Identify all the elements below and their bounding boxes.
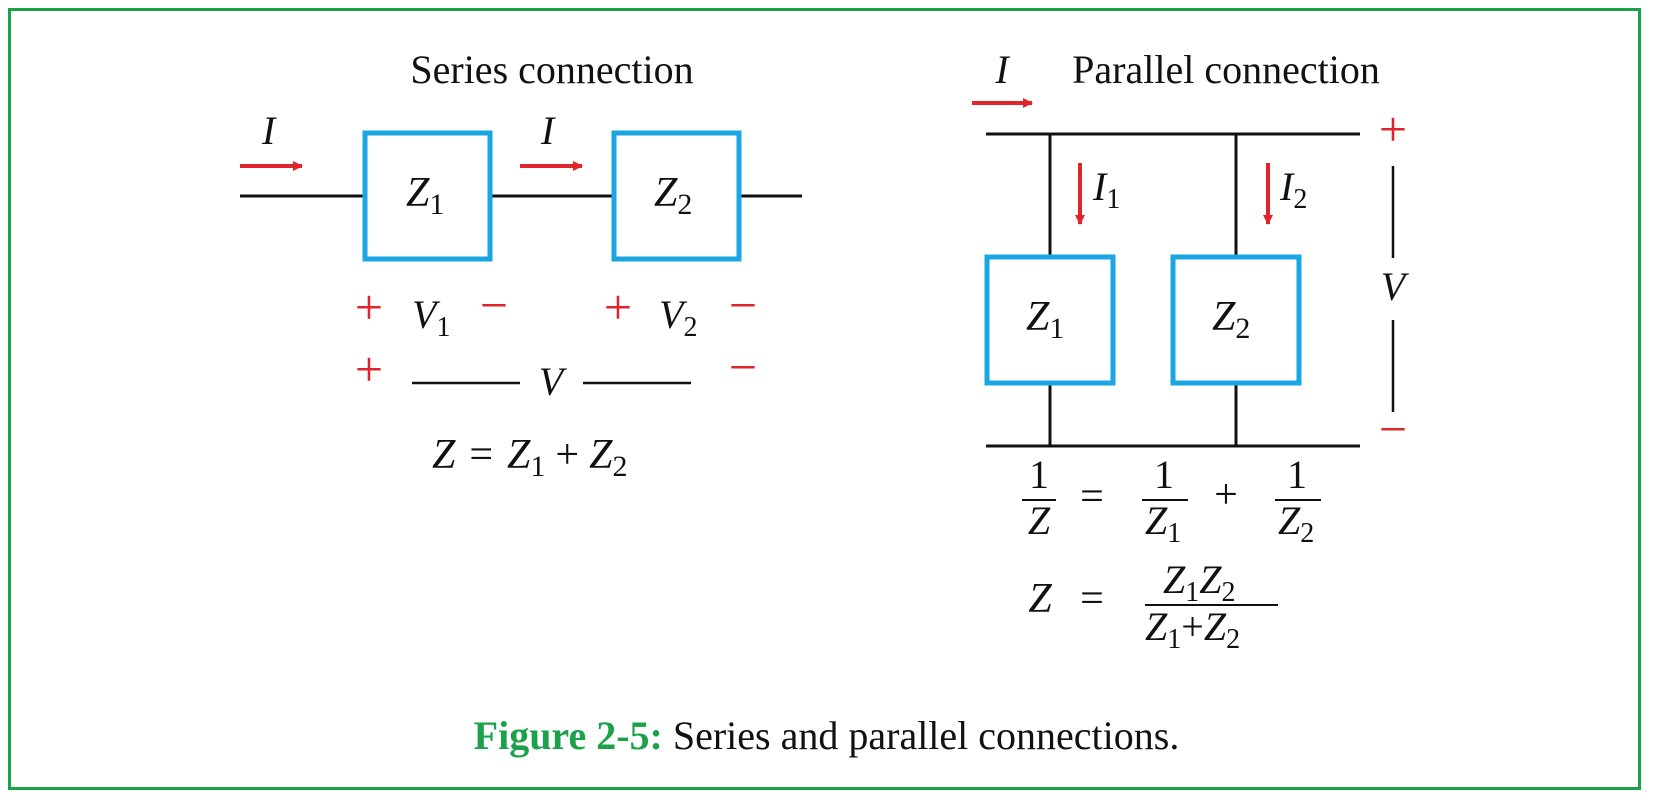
parallel-i1-label: I1: [1092, 164, 1120, 215]
parallel-current-in-label: I: [994, 47, 1010, 92]
series-z2-label: Z2: [654, 170, 692, 221]
series-title: Series connection: [410, 47, 693, 92]
parallel-v-plus: +: [1379, 101, 1407, 157]
series-z1-label: Z1: [406, 170, 444, 221]
series-v2-minus: −: [729, 277, 757, 333]
series-v1-label: V1: [412, 292, 450, 343]
eq1-t2-num: 1: [1287, 452, 1307, 497]
eq1-t1-num: 1: [1154, 452, 1174, 497]
eq1-equals: =: [1080, 474, 1104, 520]
eq1-lhs-num: 1: [1029, 452, 1049, 497]
parallel-equation-1: 1 Z = 1 Z1 + 1 Z2: [1022, 452, 1321, 549]
parallel-i2-label: I2: [1279, 164, 1307, 215]
parallel-title: Parallel connection: [1072, 47, 1380, 92]
eq1-plus: +: [1214, 472, 1238, 518]
eq2-denominator: Z1+Z2: [1145, 604, 1240, 655]
series-v-label: V: [539, 359, 568, 404]
series-current-mid-label: I: [540, 108, 556, 153]
parallel-z1-box: [984, 254, 1116, 386]
eq1-t1-den: Z1: [1145, 498, 1181, 549]
series-z2-box: [611, 130, 742, 262]
parallel-z2-label: Z2: [1212, 294, 1250, 345]
series-v-plus: +: [355, 341, 383, 397]
eq2-equals: =: [1080, 576, 1104, 622]
series-equation: Z=Z1+Z2: [432, 432, 627, 483]
series-current-in-label: I: [261, 108, 277, 153]
parallel-z2-box: [1170, 254, 1302, 386]
series-v2-plus: +: [604, 279, 632, 335]
eq2-lhs: Z: [1028, 576, 1052, 622]
series-v2-label: V2: [659, 292, 697, 343]
figure-caption-label: Figure 2-5:: [473, 713, 663, 758]
parallel-z1-label: Z1: [1026, 294, 1064, 345]
parallel-v-label: V: [1381, 264, 1410, 309]
figure-caption-text: Series and parallel connections.: [662, 713, 1180, 758]
series-connection: Series connection Z1 Z2 I I + V1 − + V2 …: [240, 47, 802, 483]
series-v1-plus: +: [355, 279, 383, 335]
eq1-t2-den: Z2: [1278, 498, 1314, 549]
series-v1-minus: −: [480, 277, 508, 333]
parallel-connection: I Parallel connection Z1 I1 Z2 I2 + V: [972, 47, 1410, 655]
parallel-equation-2: Z = Z1Z2 Z1+Z2: [1028, 557, 1278, 655]
series-z1-box: [362, 130, 493, 262]
eq2-numerator: Z1Z2: [1163, 557, 1236, 608]
series-v-minus: −: [729, 339, 757, 395]
eq1-lhs-den: Z: [1028, 498, 1051, 543]
parallel-v-minus: −: [1379, 401, 1407, 457]
figure-caption: Figure 2-5: Series and parallel connecti…: [0, 712, 1653, 759]
figure-frame: [8, 8, 1641, 790]
